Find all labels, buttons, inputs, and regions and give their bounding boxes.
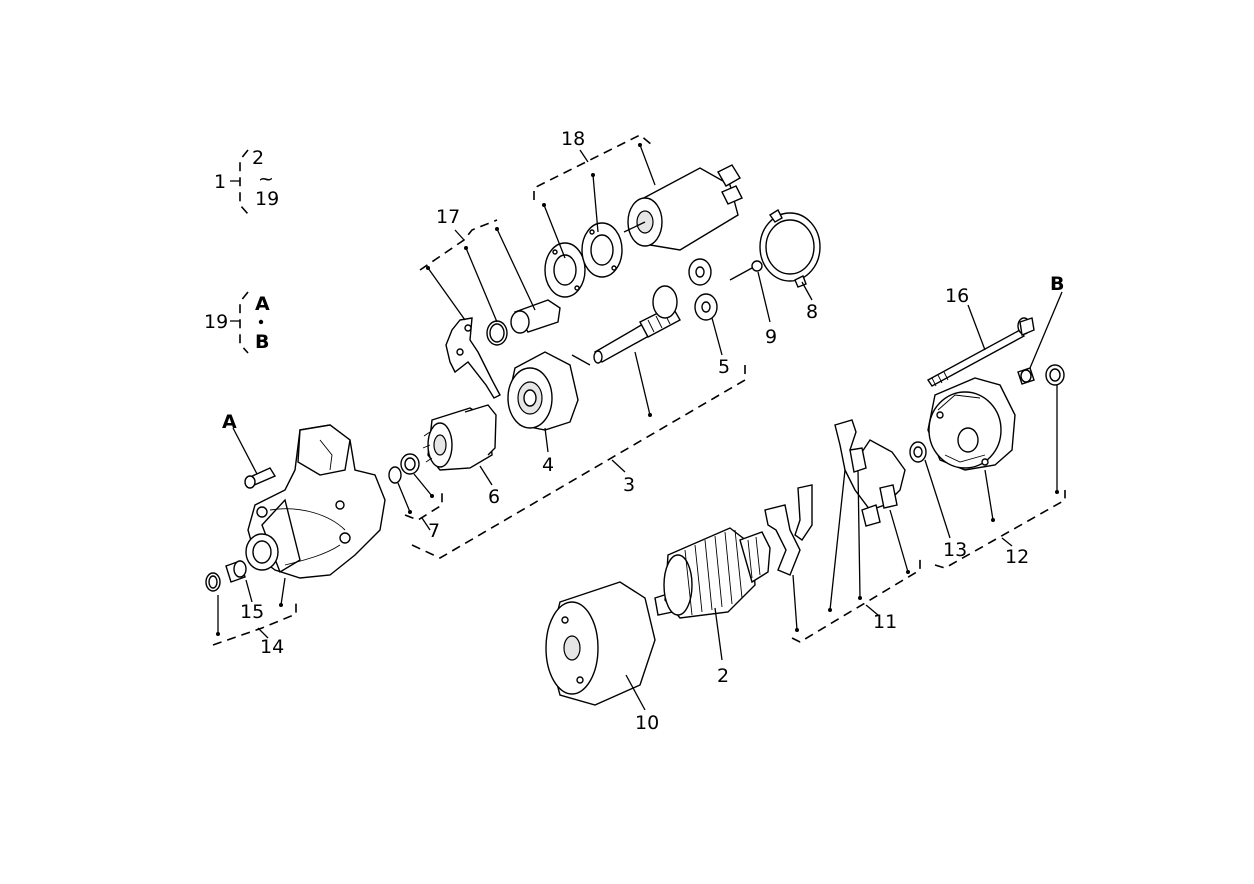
callout-16: 16 <box>945 285 969 307</box>
snap-rings-7-part: 7 <box>388 453 443 542</box>
drive-end-housing-part <box>245 424 386 579</box>
callout-9: 9 <box>765 326 777 348</box>
armature-2-part: 2 <box>654 527 771 687</box>
legend-range-label: 1 <box>214 171 226 193</box>
callout-14: 14 <box>260 636 284 658</box>
planetary-shaft-3-part: 5 3 <box>411 258 746 559</box>
cover-ring-8-part: 8 <box>759 208 821 323</box>
bolt-a-part: A <box>222 411 277 489</box>
callout-10: 10 <box>635 712 659 734</box>
legend-kit: 19 A B <box>204 291 270 354</box>
through-bolt-16-part: 16 <box>926 285 1035 387</box>
bushing-15-part: 15 14 <box>205 560 297 658</box>
pinion-clutch-6-part: 6 <box>422 404 500 508</box>
callout-7: 7 <box>428 520 440 542</box>
callout-8: 8 <box>806 301 818 323</box>
shift-lever-17-part: 17 <box>419 206 561 399</box>
bushing-13-part: 13 <box>909 441 967 561</box>
callout-12: 12 <box>1005 546 1029 568</box>
callout-15: 15 <box>240 601 264 623</box>
callout-2: 2 <box>717 665 729 687</box>
callout-13: 13 <box>943 539 967 561</box>
callout-4: 4 <box>542 454 554 476</box>
callout-b: B <box>1050 273 1064 295</box>
ball-9-part: 9 <box>729 260 777 348</box>
callout-5: 5 <box>718 356 730 378</box>
callout-17: 17 <box>436 206 460 228</box>
gear-housing-4-part: 4 <box>507 351 579 476</box>
callout-3: 3 <box>623 474 635 496</box>
legend-range-end: 19 <box>255 188 279 210</box>
legend-kit-item-a: A <box>255 293 270 315</box>
brush-holder-11-part: 11 <box>764 419 921 643</box>
legend-kit-item-b: B <box>255 331 269 353</box>
callout-a: A <box>222 411 237 433</box>
nut-b-part: B <box>1017 273 1065 494</box>
legend-kit-label: 19 <box>204 311 228 333</box>
legend-range: 1 2 ~ 19 <box>214 147 279 215</box>
callout-18: 18 <box>561 128 585 150</box>
callout-11: 11 <box>873 611 897 633</box>
end-cover-12-part: 12 <box>927 377 1066 569</box>
yoke-10-part: 10 <box>545 581 659 734</box>
legend-range-start: 2 <box>252 147 264 169</box>
solenoid-18-part: 18 <box>533 128 743 298</box>
callout-6: 6 <box>488 486 500 508</box>
legend-range-symbol: ~ <box>258 168 274 190</box>
